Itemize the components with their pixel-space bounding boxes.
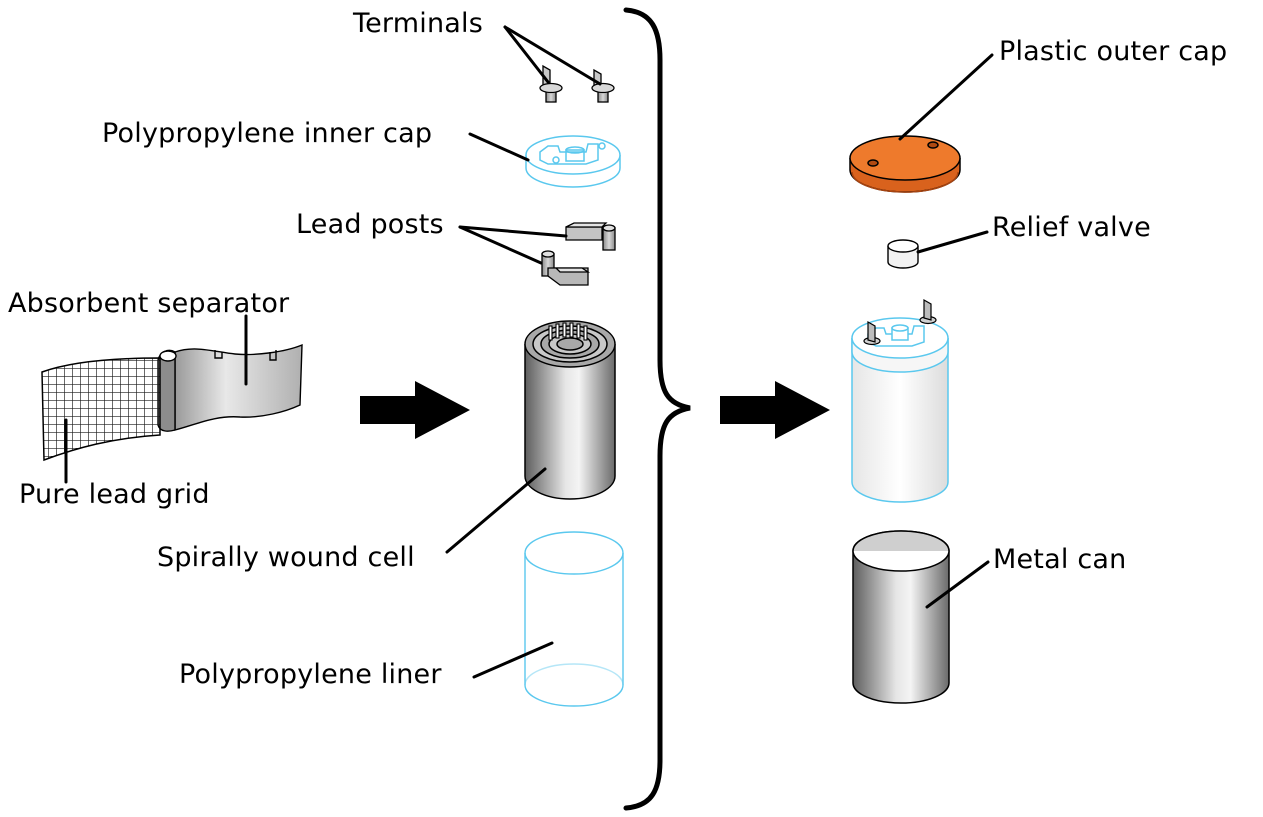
metal-can-part	[852, 530, 950, 704]
wound-cell-label: Spirally wound cell	[157, 542, 415, 573]
grid-part	[41, 357, 161, 462]
outer-cap-label: Plastic outer cap	[999, 36, 1228, 67]
right-arrow-icon	[720, 381, 830, 439]
right-arrow-icon	[360, 381, 470, 439]
lead-posts-label: Lead posts	[296, 209, 444, 240]
relief-valve-part	[887, 239, 919, 269]
assembled-cell-part	[851, 298, 949, 503]
outer-cap-part	[849, 135, 961, 193]
terminals-part	[539, 64, 615, 103]
grid-label: Pure lead grid	[19, 479, 210, 510]
liner-part	[524, 531, 624, 707]
separator-label: Absorbent separator	[8, 288, 290, 319]
inner-cap-part	[525, 135, 621, 188]
liner-label: Polypropylene liner	[179, 659, 442, 690]
terminals-label: Terminals	[353, 8, 483, 39]
inner-cap-label: Polypropylene inner cap	[102, 118, 433, 149]
curly-brace-icon	[623, 7, 691, 811]
separator-part	[157, 343, 303, 432]
wound-cell-part	[524, 320, 616, 500]
metal-can-label: Metal can	[993, 544, 1127, 575]
relief-valve-label: Relief valve	[992, 212, 1151, 243]
leader-lines	[64, 25, 994, 679]
lead-posts-part	[541, 222, 616, 286]
